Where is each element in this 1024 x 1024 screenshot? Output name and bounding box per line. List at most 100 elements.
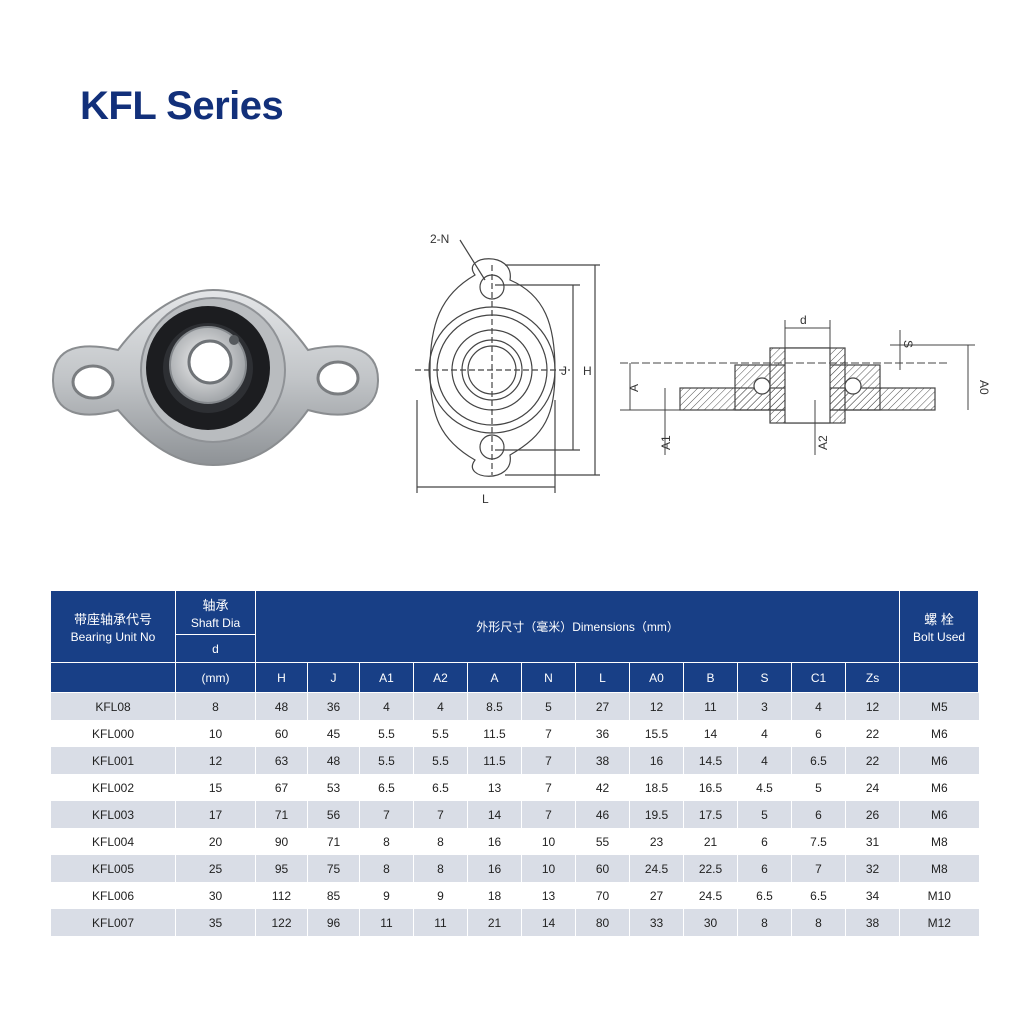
table-cell: 7: [521, 747, 576, 774]
model-cell: KFL006: [50, 882, 176, 909]
d-label: d: [800, 313, 807, 327]
table-cell: 14: [683, 720, 738, 747]
table-cell: 4: [413, 692, 468, 720]
table-cell: 10: [175, 720, 256, 747]
dim-header-s: S: [737, 662, 792, 693]
table-cell: 34: [844, 882, 900, 909]
table-cell: 112: [255, 882, 308, 909]
table-cell: 7: [521, 774, 576, 801]
table-cell: 63: [255, 747, 308, 774]
table-cell: 30: [683, 909, 738, 936]
table-cell: M10: [899, 882, 979, 909]
table-cell: 27: [629, 882, 684, 909]
table-cell: 122: [255, 909, 308, 936]
table-cell: 11: [359, 909, 414, 936]
table-cell: 8: [359, 828, 414, 855]
table-cell: 11.5: [467, 720, 522, 747]
dim-header-b: B: [683, 662, 738, 693]
table-cell: 17.5: [683, 801, 738, 828]
model-cell: KFL000: [50, 720, 176, 747]
table-cell: 8: [737, 909, 792, 936]
s-label: S: [901, 340, 915, 348]
table-cell: 6.5: [359, 774, 414, 801]
table-cell: 75: [307, 855, 360, 882]
table-cell: 90: [255, 828, 308, 855]
table-cell: 6.5: [791, 882, 846, 909]
table-cell: 13: [521, 882, 576, 909]
bolt-header-en: Bolt Used: [913, 630, 966, 644]
model-cell: KFL004: [50, 828, 176, 855]
h-label: H: [583, 364, 592, 378]
table-cell: M6: [899, 720, 979, 747]
table-cell: 24: [844, 774, 900, 801]
table-cell: 80: [575, 909, 630, 936]
table-cell: 11: [683, 692, 738, 720]
table-cell: 12: [175, 747, 256, 774]
table-cell: 33: [629, 909, 684, 936]
model-cell: KFL002: [50, 774, 176, 801]
table-cell: 23: [629, 828, 684, 855]
dim-header-a2: A2: [413, 662, 468, 693]
a1-label: A1: [659, 435, 673, 450]
table-cell: 10: [521, 828, 576, 855]
model-cell: KFL001: [50, 747, 176, 774]
table-cell: M8: [899, 828, 979, 855]
table-cell: 27: [575, 692, 630, 720]
model-cell: KFL08: [50, 692, 176, 720]
table-cell: 7.5: [791, 828, 846, 855]
table-cell: 7: [521, 720, 576, 747]
table-cell: 6: [737, 855, 792, 882]
table-cell: 6.5: [737, 882, 792, 909]
table-cell: 7: [359, 801, 414, 828]
table-cell: 7: [521, 801, 576, 828]
table-cell: 5.5: [413, 720, 468, 747]
table-cell: 67: [255, 774, 308, 801]
bolt-header: 螺 栓 Bolt Used: [899, 590, 980, 663]
side-section-drawing: d S A A0 A1 A2: [620, 313, 991, 455]
table-cell: 11: [413, 909, 468, 936]
table-cell: 42: [575, 774, 630, 801]
table-cell: 7: [413, 801, 468, 828]
table-cell: 6: [791, 801, 846, 828]
spec-table: 带座轴承代号 Bearing Unit No 轴承 Shaft Dia 外形尺寸…: [50, 590, 980, 936]
table-cell: 22: [844, 720, 900, 747]
dim-header-a: A: [467, 662, 522, 693]
table-cell: 4: [791, 692, 846, 720]
table-cell: 8.5: [467, 692, 522, 720]
table-cell: 21: [683, 828, 738, 855]
dim-header-j: J: [307, 662, 360, 693]
table-cell: 6: [737, 828, 792, 855]
table-cell: 6: [791, 720, 846, 747]
table-cell: 85: [307, 882, 360, 909]
table-cell: 6.5: [413, 774, 468, 801]
table-cell: 96: [307, 909, 360, 936]
table-cell: 5.5: [359, 720, 414, 747]
table-cell: 17: [175, 801, 256, 828]
units-blank-cell: [50, 662, 176, 693]
dim-header-n: N: [521, 662, 576, 693]
a2-label: A2: [816, 435, 830, 450]
table-cell: 38: [844, 909, 900, 936]
shaft-header-en: Shaft Dia: [190, 616, 241, 630]
table-cell: 53: [307, 774, 360, 801]
table-cell: 11.5: [467, 747, 522, 774]
table-cell: 38: [575, 747, 630, 774]
table-cell: 3: [737, 692, 792, 720]
table-cell: 55: [575, 828, 630, 855]
table-cell: 18.5: [629, 774, 684, 801]
table-cell: 70: [575, 882, 630, 909]
table-cell: 71: [307, 828, 360, 855]
table-cell: 5: [737, 801, 792, 828]
dim-header-a0: A0: [629, 662, 684, 693]
table-cell: 22.5: [683, 855, 738, 882]
table-cell: 16: [629, 747, 684, 774]
front-view-drawing: 2-N J H L: [415, 232, 600, 506]
bearing-unit-header: 带座轴承代号 Bearing Unit No: [50, 590, 176, 663]
table-cell: 15.5: [629, 720, 684, 747]
table-cell: 35: [175, 909, 256, 936]
